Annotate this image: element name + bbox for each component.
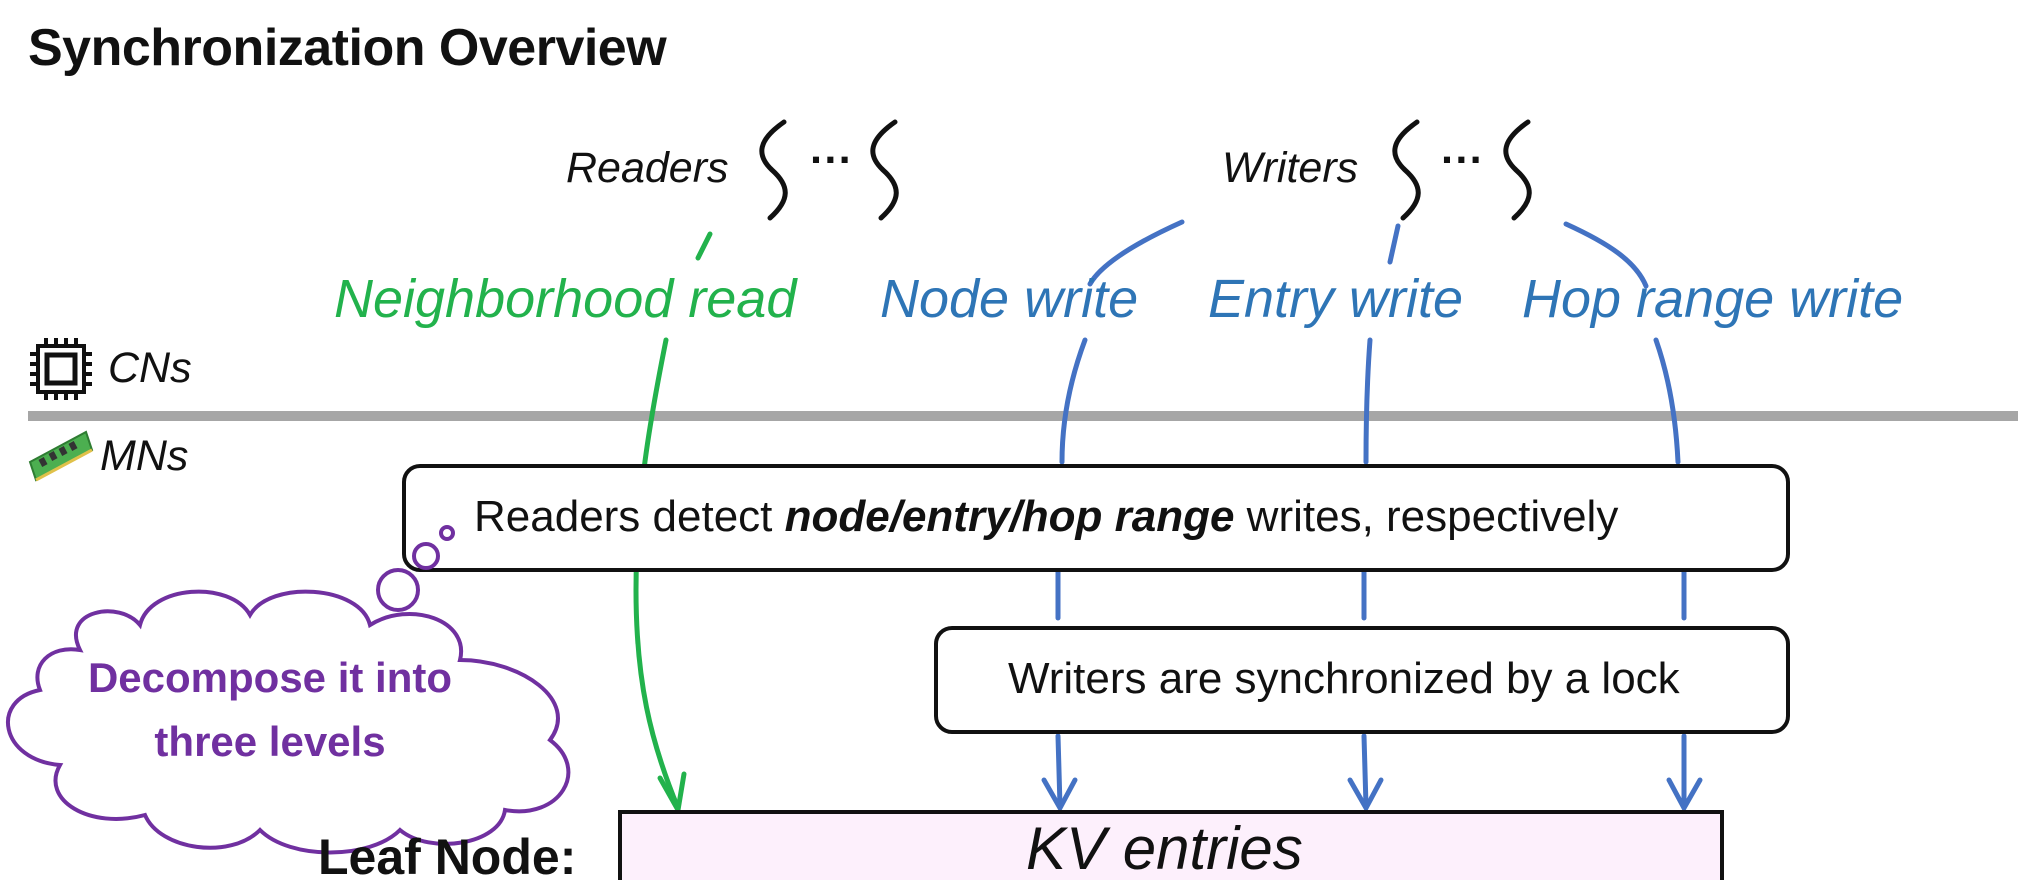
detect-box bbox=[402, 464, 1790, 572]
leaf-node-box bbox=[618, 810, 1724, 880]
lock-box-text: Writers are synchronized by a lock bbox=[1008, 654, 1680, 703]
node-write-label: Node write bbox=[880, 269, 1139, 329]
kv-entries-label: KV entries bbox=[1026, 815, 1303, 882]
entry-write-arrow bbox=[1347, 223, 1401, 814]
cpu-chip-icon bbox=[30, 338, 92, 400]
lock-box bbox=[934, 626, 1790, 734]
thought-bubble-tail bbox=[376, 525, 455, 612]
detect-prefix: Readers detect bbox=[474, 492, 785, 541]
readers-label: Readers bbox=[566, 144, 729, 192]
entry-write-label: Entry write bbox=[1208, 269, 1464, 329]
hop-range-write-arrow bbox=[1563, 221, 1703, 814]
writer-thread-icons bbox=[1392, 119, 1532, 221]
page-title: Synchronization Overview bbox=[28, 19, 667, 77]
thread-squiggle-icon bbox=[1503, 119, 1532, 221]
thought-cloud bbox=[5, 589, 571, 855]
writers-ellipsis: ··· bbox=[1441, 136, 1484, 184]
thread-squiggle-icon bbox=[1392, 119, 1421, 221]
detect-suffix: writes, respectively bbox=[1234, 492, 1619, 541]
callout-line-1: Decompose it into bbox=[87, 654, 453, 701]
leaf-node-label: Leaf Node: bbox=[318, 829, 577, 885]
callout-line-2: three levels bbox=[154, 718, 386, 765]
detect-bold: node/entry/hop range bbox=[784, 492, 1235, 541]
detect-box-text: Readers detect node/entry/hop range writ… bbox=[474, 492, 1618, 542]
mn-lane-label: MNs bbox=[100, 432, 189, 480]
callout-text: Decompose it into three levels bbox=[60, 646, 480, 774]
thread-squiggle-icon bbox=[870, 119, 899, 221]
thread-squiggle-icon bbox=[759, 119, 788, 221]
hop-range-write-label: Hop range write bbox=[1522, 269, 1904, 329]
writers-label: Writers bbox=[1222, 144, 1359, 192]
memory-module-icon bbox=[28, 430, 94, 482]
reader-thread-icons bbox=[759, 119, 899, 221]
cn-lane-label: CNs bbox=[108, 344, 192, 392]
readers-ellipsis: ··· bbox=[810, 136, 853, 184]
neighborhood-read-label: Neighborhood read bbox=[334, 269, 797, 329]
node-write-arrow bbox=[1041, 219, 1185, 814]
